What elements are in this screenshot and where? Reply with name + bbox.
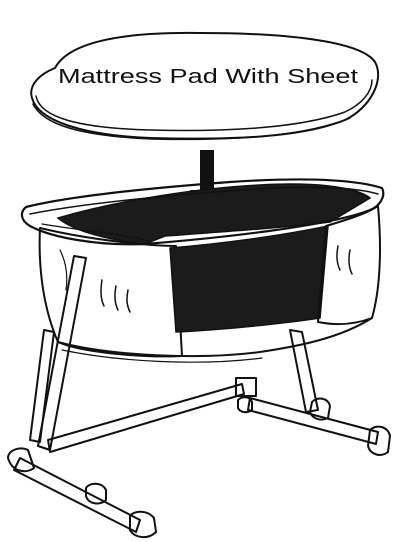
bassinet-frame — [7, 255, 391, 538]
mattress-pad: Mattress Pad With Sheet — [30, 31, 380, 141]
mattress-label: Mattress Pad With Sheet — [58, 66, 359, 88]
bassinet-basket — [20, 178, 385, 363]
